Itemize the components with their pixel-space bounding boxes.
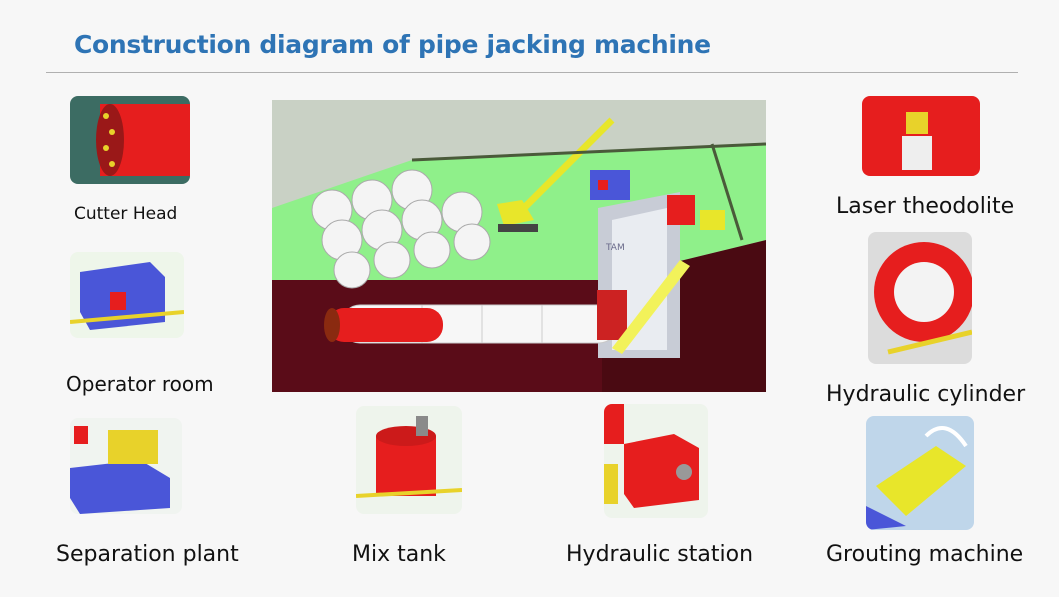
- cutter-head-image: [70, 96, 190, 184]
- pipe-jacking-site-diagram: TAM: [272, 100, 766, 392]
- slide-title: Construction diagram of pipe jacking mac…: [74, 30, 711, 59]
- mix-tank-image: [356, 406, 462, 514]
- title-divider: [46, 72, 1018, 73]
- grouting-machine-image: [866, 416, 974, 530]
- caption-grouting-machine: Grouting machine: [826, 542, 1024, 567]
- caption-cutter-head: Cutter Head: [74, 204, 178, 224]
- hydraulic-cylinder-image: [868, 232, 972, 364]
- svg-text:TAM: TAM: [605, 243, 625, 253]
- caption-laser-theodolite: Laser theodolite: [836, 194, 1015, 219]
- separation-plant-image: [70, 418, 182, 514]
- operator-room-image: [70, 252, 184, 338]
- caption-mix-tank: Mix tank: [352, 542, 446, 567]
- caption-hydraulic-cylinder: Hydraulic cylinder: [826, 382, 1026, 407]
- laser-theodolite-image: [862, 96, 980, 176]
- caption-operator-room: Operator room: [66, 372, 214, 396]
- hydraulic-station-image: [604, 404, 708, 518]
- caption-hydraulic-station: Hydraulic station: [566, 542, 754, 567]
- caption-separation-plant: Separation plant: [56, 542, 239, 567]
